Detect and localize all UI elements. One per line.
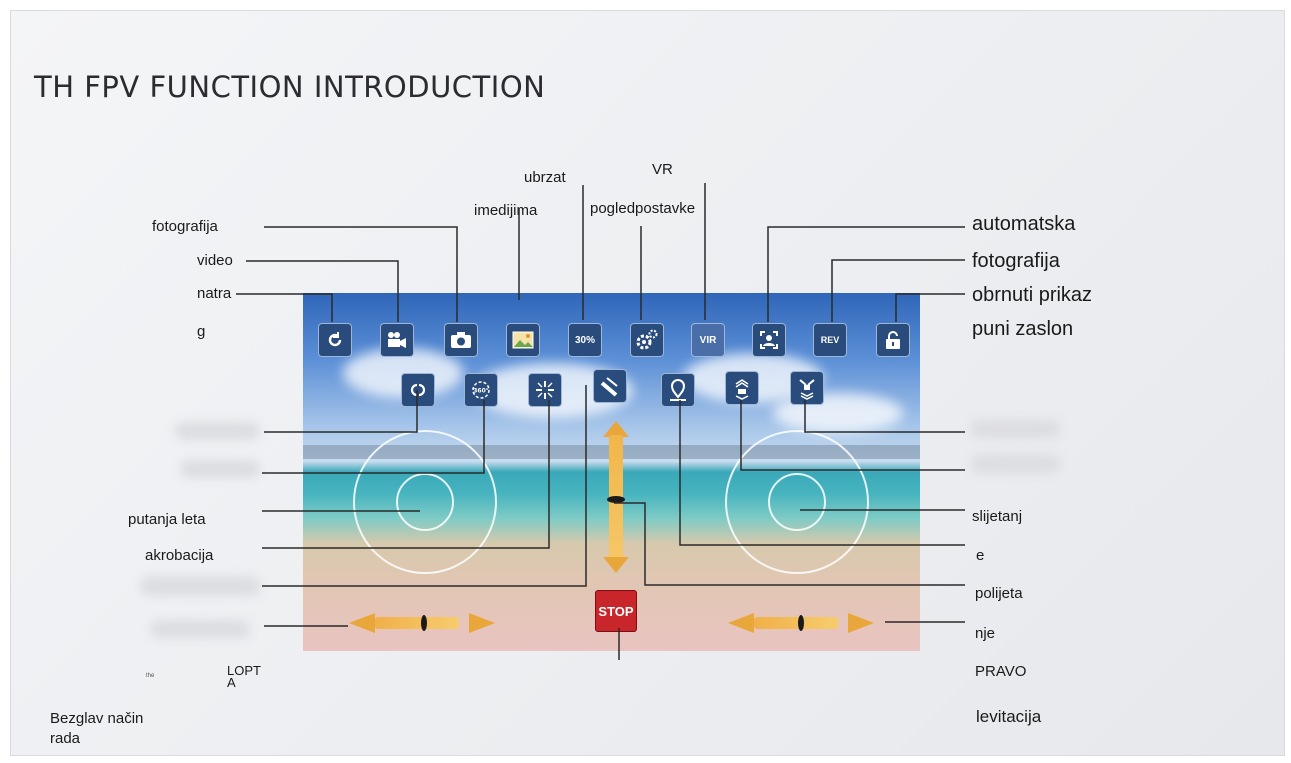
erased-label — [970, 420, 1060, 438]
erased-label — [150, 620, 250, 638]
slider-down-arrow-icon — [603, 557, 629, 573]
right-joystick-ring[interactable] — [725, 430, 869, 574]
label-takeoff-cont: nje — [975, 625, 996, 642]
label-photo: fotografija — [152, 218, 218, 235]
label-straight: PRAVO — [975, 663, 1027, 680]
label-acrobatics: akrobacija — [145, 547, 214, 564]
acrobatic-icon[interactable] — [528, 373, 562, 407]
flight-path-icon[interactable] — [401, 373, 435, 407]
label-speed: ubrzat — [524, 169, 566, 186]
label-the: the — [146, 673, 155, 679]
speed-icon[interactable]: 30% — [568, 323, 602, 357]
landing-icon[interactable] — [661, 373, 695, 407]
left-trim-knob[interactable] — [421, 615, 427, 631]
right-trim-bar[interactable] — [754, 617, 838, 629]
gallery-icon[interactable] — [506, 323, 540, 357]
label-media: imedijima — [474, 202, 538, 219]
label-auto: automatska — [972, 213, 1076, 235]
calibration-icon[interactable]: 360° — [464, 373, 498, 407]
lock-icon[interactable] — [876, 323, 910, 357]
takeoff-icon[interactable] — [593, 369, 627, 403]
app-screen: 30% VIR REV 360° — [303, 293, 920, 651]
trim-slider-knob[interactable] — [607, 496, 625, 503]
left-trim-right-arrow-icon — [469, 613, 495, 633]
label-vr: VR — [652, 161, 673, 178]
label-video: video — [197, 252, 233, 269]
right-trim-knob[interactable] — [798, 615, 804, 631]
return-icon[interactable] — [318, 323, 352, 357]
camera-icon[interactable] — [444, 323, 478, 357]
label-ball: LOPT — [227, 663, 261, 678]
label-settings: pogledpostavke — [590, 200, 696, 217]
erased-label — [180, 460, 260, 478]
left-joystick-ring[interactable] — [353, 430, 497, 574]
altitude-hold-icon[interactable] — [725, 371, 759, 405]
left-joystick-knob[interactable] — [396, 473, 454, 531]
calibration-text: 360° — [473, 388, 489, 395]
face-frame-icon[interactable] — [752, 323, 786, 357]
label-ball-cont: A — [227, 675, 236, 690]
left-trim-left-arrow-icon — [349, 613, 375, 633]
stop-button[interactable]: STOP — [595, 590, 637, 632]
slider-up-arrow-icon — [603, 421, 629, 437]
label-back: natra — [197, 285, 232, 302]
speed-value: 30% — [574, 334, 595, 346]
vr-icon[interactable]: VIR — [691, 323, 725, 357]
page-title: TH FPV FUNCTION INTRODUCTION — [34, 70, 546, 104]
label-photo-right: fotografija — [972, 250, 1060, 272]
headless-icon[interactable] — [790, 371, 824, 405]
erased-label — [175, 422, 260, 440]
label-takeoff: polijeta — [975, 585, 1023, 602]
right-trim-left-arrow-icon — [728, 613, 754, 633]
rev-icon[interactable]: REV — [813, 323, 847, 357]
left-trim-bar[interactable] — [375, 617, 459, 629]
label-fullscreen: puni zaslon — [972, 318, 1074, 340]
label-landing: slijetanj — [972, 508, 1023, 525]
video-camera-icon[interactable] — [380, 323, 414, 357]
label-headless-cont: rada — [50, 730, 81, 747]
right-joystick-knob[interactable] — [768, 473, 826, 531]
label-reverse: obrnuti prikaz — [972, 284, 1093, 306]
rev-value: REV — [820, 335, 840, 345]
vr-value: VIR — [699, 334, 717, 346]
label-headless: Bezglav način — [50, 710, 144, 727]
right-trim-right-arrow-icon — [848, 613, 874, 633]
label-back-cont: g — [197, 323, 206, 340]
label-levitation: levitacija — [976, 707, 1042, 726]
label-landing-cont: e — [976, 547, 985, 564]
gears-icon[interactable] — [630, 323, 664, 357]
erased-label — [140, 576, 260, 596]
erased-label — [970, 455, 1060, 473]
label-flight-path: putanja leta — [128, 511, 206, 528]
